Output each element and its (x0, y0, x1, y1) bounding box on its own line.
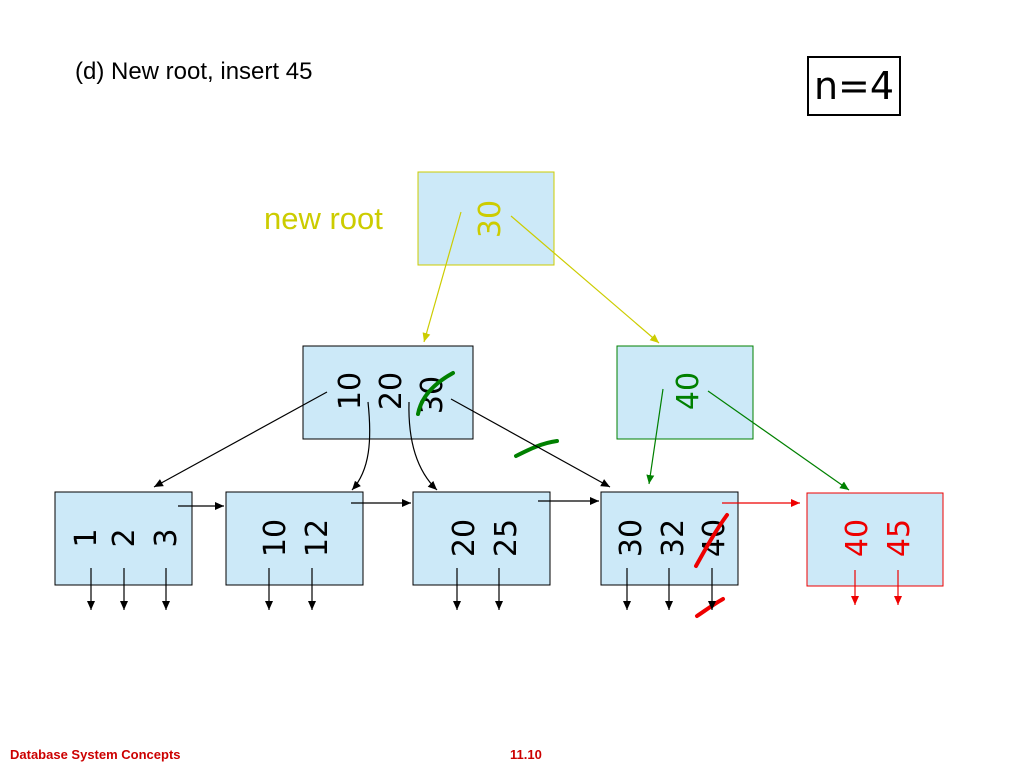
root-key: 30 (473, 200, 508, 238)
leaf-key: 45 (882, 519, 917, 557)
root-right-pointer (510, 215, 660, 344)
child-pointer (153, 391, 328, 488)
child-pointer (408, 401, 438, 491)
strike-mark (416, 371, 455, 416)
leaf-node: 20 25 (412, 491, 551, 586)
n-order-box: n=4 (807, 56, 901, 116)
leaf-key: 40 (840, 519, 875, 557)
record-pointers (87, 568, 902, 610)
leaf-key: 12 (300, 519, 335, 557)
leaf-key: 3 (149, 528, 184, 547)
child-pointer (351, 401, 371, 491)
root-left-pointer (422, 211, 462, 343)
leaf-key: 10 (258, 519, 293, 557)
internal-node-right: 40 (616, 345, 754, 440)
new-root-label: new root (264, 201, 383, 236)
leaf-key: 25 (489, 519, 524, 557)
leaf-key: 20 (447, 519, 482, 557)
footer-book-title: Database System Concepts (10, 747, 181, 762)
leaf-key: 32 (656, 519, 691, 557)
slide-title: (d) New root, insert 45 (75, 58, 313, 85)
strike-mark (695, 597, 725, 618)
strike-mark (694, 513, 729, 568)
child-pointer (646, 388, 664, 485)
internal-left-key: 20 (374, 372, 409, 410)
leaf-node: 10 12 (225, 491, 364, 586)
root-node: 30 (417, 171, 555, 266)
internal-right-key: 40 (671, 372, 706, 410)
internal-node-left: 10 20 30 (302, 345, 474, 440)
leaf-key: 1 (69, 528, 104, 547)
leaf-node-new: 40 45 (806, 492, 944, 587)
leaf-key: 30 (614, 519, 649, 557)
child-pointer (450, 398, 611, 488)
internal-left-key: 10 (333, 372, 368, 410)
child-pointer (707, 390, 850, 491)
leaf-key: 2 (107, 528, 142, 547)
footer-page-number: 11.10 (510, 747, 542, 762)
